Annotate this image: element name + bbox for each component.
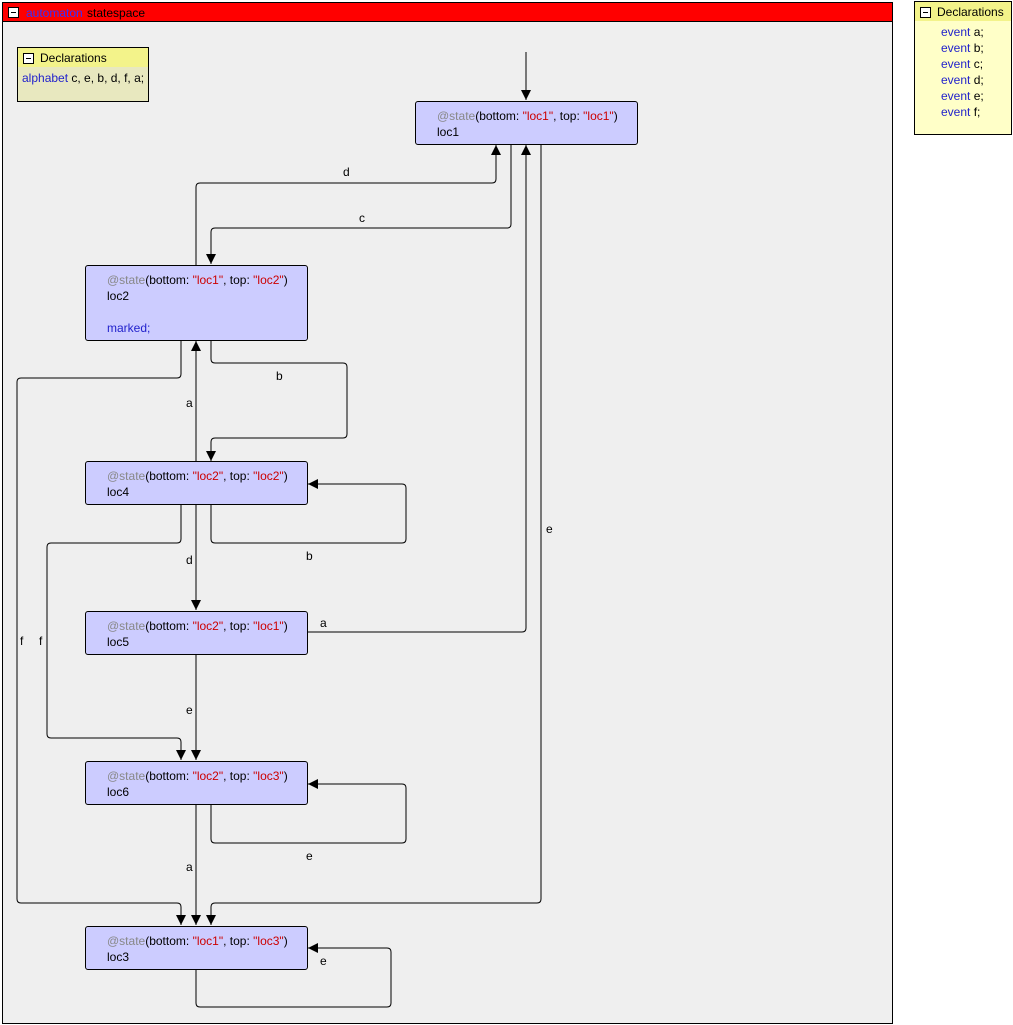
global-declarations-panel: Declarations event a; event b; event c; … (914, 1, 1012, 135)
event-keyword: event (941, 41, 971, 55)
declarations-title: Declarations (40, 51, 107, 65)
edge-label: e (186, 703, 193, 717)
edge-label: d (343, 165, 350, 179)
local-declarations-panel: Declarations alphabet c, e, b, d, f, a; (17, 47, 149, 102)
edge-loc2-loc1-d[interactable] (195, 145, 501, 265)
state-name: loc1 (437, 125, 460, 139)
state-annotation: @state(bottom: "loc2", top: "loc2") (107, 469, 288, 483)
edge-label: f (39, 634, 43, 648)
collapse-icon[interactable] (8, 7, 19, 18)
edge-loc1-loc2-c[interactable] (206, 145, 512, 264)
edge-loc4-loc4-b[interactable] (210, 479, 407, 544)
state-loc5[interactable]: @state(bottom: "loc2", top: "loc1") loc5 (85, 611, 308, 655)
collapse-icon[interactable] (23, 53, 34, 64)
edge-loc5-loc1-a[interactable] (308, 145, 531, 633)
event-keyword: event (941, 89, 971, 103)
automaton-keyword: automaton (26, 6, 83, 20)
state-annotation: @state(bottom: "loc1", top: "loc3") (107, 934, 288, 948)
event-keyword: event (941, 73, 971, 87)
automaton-header: automaton statespace (3, 3, 892, 22)
event-value: e; (973, 89, 984, 103)
edge-loc2-loc4-b[interactable] (206, 340, 348, 461)
edge-loc1-loc3-e[interactable] (206, 145, 542, 925)
automaton-name: statespace (87, 6, 146, 20)
edge-label: e (320, 954, 327, 968)
edge-label: a (320, 616, 327, 630)
event-line: event a; (941, 24, 984, 40)
event-value: b; (973, 41, 984, 55)
event-value: a; (973, 25, 984, 39)
state-name: loc5 (107, 635, 130, 649)
edge-loc3-loc3-e[interactable] (195, 943, 392, 1008)
state-loc1[interactable]: @state(bottom: "loc1", top: "loc1") loc1 (415, 101, 638, 145)
edge-label: b (276, 369, 283, 383)
event-value: d; (973, 73, 984, 87)
alphabet-value: c, e, b, d, f, a; (71, 71, 145, 85)
state-loc6[interactable]: @state(bottom: "loc2", top: "loc3") loc6 (85, 761, 308, 805)
local-declarations-header: Declarations (18, 48, 148, 67)
edge-loc2-loc3-f[interactable] (16, 340, 186, 925)
automaton-panel: automaton statespace (2, 2, 893, 1024)
event-keyword: event (941, 57, 971, 71)
edge-label: e (546, 522, 553, 536)
edge-label: c (359, 211, 365, 225)
event-value: f; (973, 105, 981, 119)
event-list: event a; event b; event c; event d; even… (941, 24, 984, 120)
state-name: loc2 (107, 289, 130, 303)
event-keyword: event (941, 25, 971, 39)
event-line: event d; (941, 72, 984, 88)
state-annotation: @state(bottom: "loc1", top: "loc1") (437, 109, 618, 123)
state-name: loc3 (107, 950, 130, 964)
collapse-icon[interactable] (920, 7, 931, 18)
state-annotation: @state(bottom: "loc2", top: "loc3") (107, 769, 288, 783)
state-name: loc6 (107, 785, 130, 799)
declarations-title: Declarations (937, 5, 1004, 19)
alphabet-line: alphabet c, e, b, d, f, a; (22, 71, 144, 85)
state-loc2[interactable]: @state(bottom: "loc1", top: "loc2") loc2… (85, 265, 308, 341)
edge-label: e (306, 849, 313, 863)
marked-keyword: marked; (107, 321, 151, 335)
alphabet-keyword: alphabet (22, 71, 69, 85)
edge-loc6-loc6-e[interactable] (210, 779, 407, 844)
state-name: loc4 (107, 485, 130, 499)
edge-label: a (186, 396, 193, 410)
edge-label: d (186, 553, 193, 567)
edge-loc4-loc6-f[interactable] (46, 505, 186, 760)
edge-label: a (186, 860, 193, 874)
event-line: event f; (941, 104, 984, 120)
edge-label: f (20, 634, 24, 648)
state-loc3[interactable]: @state(bottom: "loc1", top: "loc3") loc3 (85, 926, 308, 970)
state-annotation: @state(bottom: "loc2", top: "loc1") (107, 619, 288, 633)
edge-label: b (306, 549, 313, 563)
event-line: event e; (941, 88, 984, 104)
global-declarations-header: Declarations (915, 2, 1011, 21)
event-keyword: event (941, 105, 971, 119)
event-value: c; (973, 57, 984, 71)
state-loc4[interactable]: @state(bottom: "loc2", top: "loc2") loc4 (85, 461, 308, 505)
event-line: event b; (941, 40, 984, 56)
state-annotation: @state(bottom: "loc1", top: "loc2") (107, 273, 288, 287)
event-line: event c; (941, 56, 984, 72)
